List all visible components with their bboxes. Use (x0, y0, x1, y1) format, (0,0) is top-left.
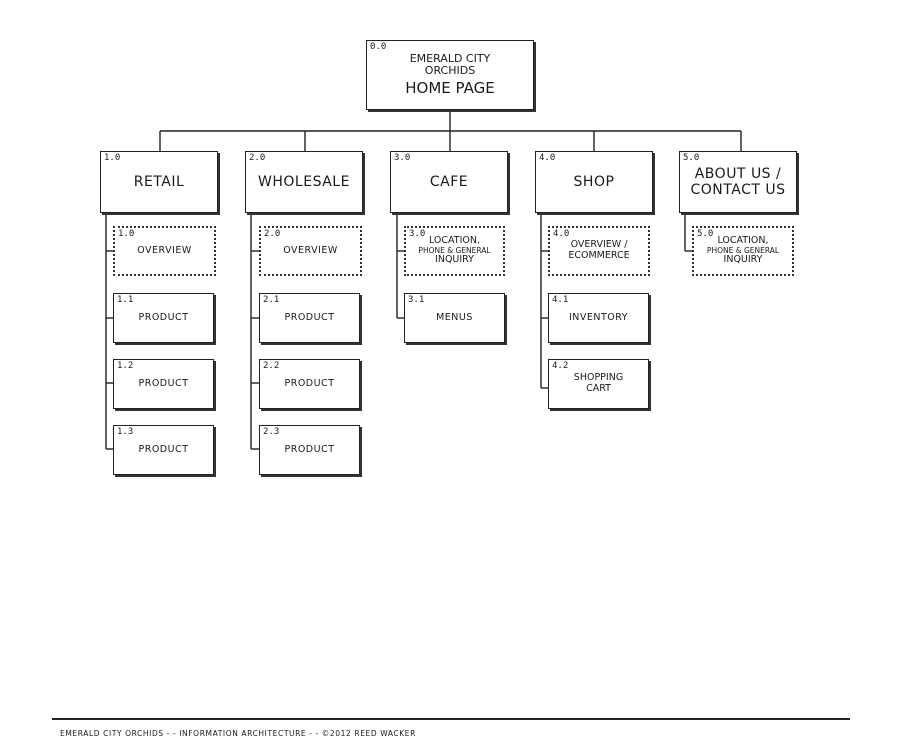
node-label: Product (138, 311, 189, 323)
node-number: 5.0 (683, 153, 700, 163)
home-title-line2: Orchids (424, 64, 476, 78)
about-location-inquiry: 5.0 Location, Phone & General Inquiry (692, 226, 794, 276)
wholesale-overview: 2.0 Overview (259, 226, 362, 276)
retail-overview: 1.0 Overview (113, 226, 216, 276)
wholesale-product-1: 2.1 Product (259, 293, 360, 343)
section-about-contact: 5.0 About Us / Contact Us (679, 151, 797, 213)
footer-divider (52, 718, 850, 720)
node-label: Inventory (568, 311, 629, 323)
node-number: 1.2 (117, 361, 134, 371)
node-label-line1: Overview / (570, 239, 628, 251)
node-label: Product (138, 443, 189, 455)
node-number: 5.0 (697, 229, 714, 239)
node-label: Product (284, 443, 335, 455)
node-label-line2: eCommerce (568, 250, 630, 261)
node-number: 2.1 (263, 295, 280, 305)
section-cafe: 3.0 Cafe (390, 151, 508, 213)
section-title: Wholesale (258, 173, 350, 190)
node-label: Overview (137, 244, 192, 256)
section-title-line2: Contact Us (690, 182, 786, 198)
section-retail: 1.0 Retail (100, 151, 218, 213)
node-number: 4.1 (552, 295, 569, 305)
node-label: Product (284, 377, 335, 389)
node-number: 4.0 (539, 153, 556, 163)
section-title: Retail (133, 173, 185, 190)
retail-product-3: 1.3 Product (113, 425, 214, 475)
node-label: Product (138, 377, 189, 389)
node-number: 4.0 (553, 229, 570, 239)
node-label: Overview (283, 244, 338, 256)
node-number: 3.0 (394, 153, 411, 163)
node-label-line2: Phone & General (418, 245, 491, 255)
node-number: 0.0 (370, 42, 387, 52)
retail-product-1: 1.1 Product (113, 293, 214, 343)
node-label-line1: Location, (428, 234, 481, 246)
node-number: 2.3 (263, 427, 280, 437)
node-label-line2: Phone & General (706, 245, 780, 255)
home-title-line3: Home Page (405, 79, 495, 98)
retail-product-2: 1.2 Product (113, 359, 214, 409)
section-title-line1: About Us / (694, 165, 782, 182)
section-shop: 4.0 Shop (535, 151, 653, 213)
node-number: 1.0 (118, 229, 135, 239)
section-wholesale: 2.0 Wholesale (245, 151, 363, 213)
node-number: 2.0 (249, 153, 266, 163)
cafe-menus: 3.1 Menus (404, 293, 505, 343)
node-label-line1: Shopping (573, 372, 624, 384)
home-page-node: 0.0 Emerald City Orchids Home Page (366, 40, 534, 110)
node-label-line3: Inquiry (435, 254, 474, 266)
node-label: Product (284, 311, 335, 323)
section-title: Cafe (429, 173, 469, 190)
shop-shopping-cart: 4.2 Shopping Cart (548, 359, 649, 409)
node-number: 3.0 (409, 229, 426, 239)
home-title-line1: Emerald City (409, 51, 491, 65)
node-number: 4.2 (552, 361, 569, 371)
node-label: Menus (436, 311, 473, 323)
node-label-line1: Location, (717, 234, 769, 246)
node-number: 1.0 (104, 153, 121, 163)
node-label-line2: Cart (586, 383, 611, 394)
node-number: 2.0 (264, 229, 281, 239)
node-number: 3.1 (408, 295, 425, 305)
section-title: Shop (573, 173, 615, 190)
node-number: 1.1 (117, 295, 134, 305)
cafe-location-inquiry: 3.0 Location, Phone & General Inquiry (404, 226, 505, 276)
wholesale-product-2: 2.2 Product (259, 359, 360, 409)
footer-caption: Emerald City Orchids - - Information Arc… (60, 729, 416, 738)
shop-overview-ecommerce: 4.0 Overview / eCommerce (548, 226, 650, 276)
wholesale-product-3: 2.3 Product (259, 425, 360, 475)
node-number: 1.3 (117, 427, 134, 437)
shop-inventory: 4.1 Inventory (548, 293, 649, 343)
node-number: 2.2 (263, 361, 280, 371)
node-label-line3: Inquiry (723, 254, 763, 266)
